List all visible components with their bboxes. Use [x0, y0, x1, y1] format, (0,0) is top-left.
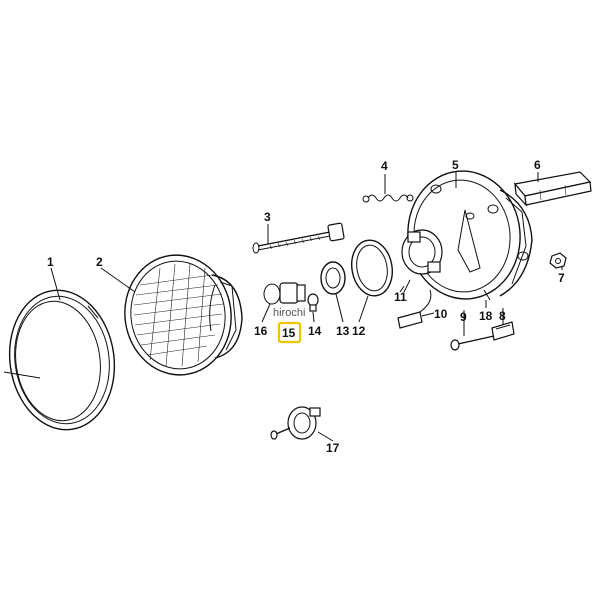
lamp-socket-part	[270, 406, 321, 440]
part-label-2: 2	[96, 255, 103, 269]
parking-bulb-part	[307, 293, 319, 312]
trim-ring-part	[3, 289, 116, 431]
spring-part	[362, 194, 414, 203]
part-label-8: 8	[499, 309, 506, 323]
nut-part	[549, 252, 567, 269]
screw-part	[450, 335, 495, 351]
part-label-17: 17	[326, 441, 340, 455]
part-label-16: 16	[254, 324, 268, 338]
part-label-5: 5	[452, 158, 459, 172]
part-label-7: 7	[558, 271, 565, 285]
part-label-11: 11	[394, 290, 407, 304]
socket-assembly-part	[401, 229, 443, 293]
part-label-3: 3	[264, 210, 271, 224]
part-label-15: 15	[282, 326, 296, 340]
part-label-18: 18	[479, 309, 493, 323]
part-label-12: 12	[352, 324, 366, 338]
part-label-10: 10	[434, 307, 448, 321]
part-label-4: 4	[381, 159, 388, 173]
headlight-lens-part	[124, 254, 243, 376]
part-label-6: 6	[534, 158, 541, 172]
leader-lines	[50, 172, 563, 442]
watermark-text: hirochi	[273, 307, 305, 319]
h4-bulb-part	[263, 282, 306, 305]
gasket-ring-part	[351, 239, 393, 297]
highlight-box	[277, 321, 302, 344]
part-label-14: 14	[308, 324, 322, 338]
part-label-13: 13	[336, 324, 350, 338]
part-label-9: 9	[460, 310, 467, 324]
part-labels: 1 2 3 4 5 6 7 8 9 10 11 12 13 14 15 16 1…	[47, 158, 565, 455]
adjusting-screw-part	[252, 222, 345, 254]
connector-part	[397, 289, 432, 329]
part-label-1: 1	[47, 255, 54, 269]
retaining-ring-part	[320, 261, 346, 295]
mounting-bar-part	[513, 171, 592, 207]
clip-part	[491, 321, 515, 341]
